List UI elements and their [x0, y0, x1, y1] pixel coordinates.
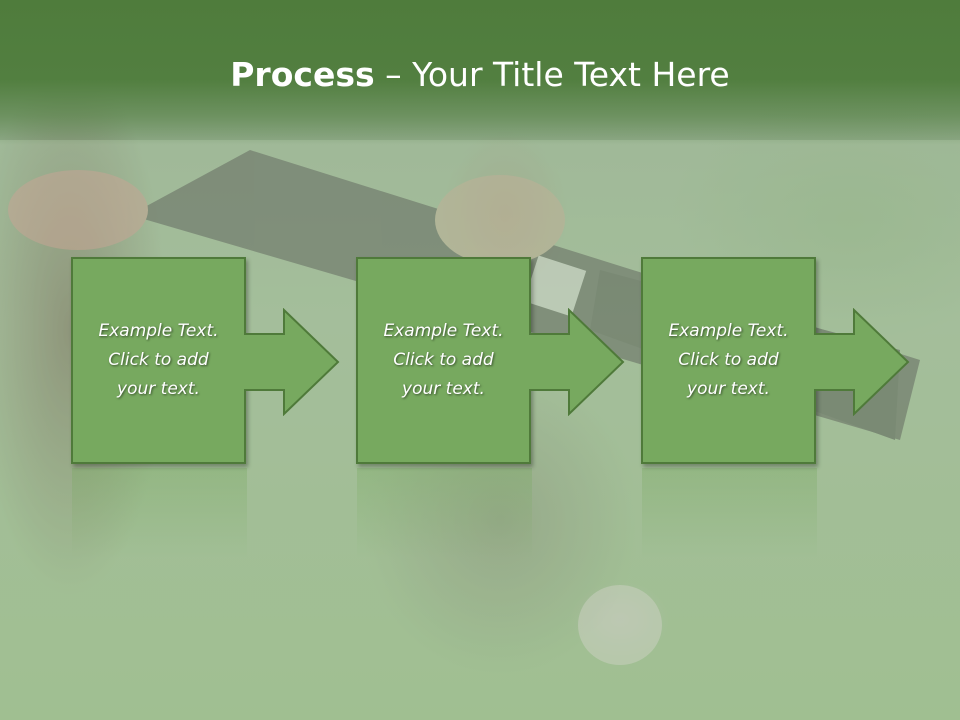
step-1-text: Example Text. Click to add your text. [73, 317, 244, 404]
step-2-arrow-icon [529, 308, 625, 416]
step-2-reflection [357, 468, 532, 558]
title-rest: – Your Title Text Here [374, 55, 730, 94]
step-3-box[interactable]: Example Text. Click to add your text. [641, 257, 816, 464]
title-band [0, 0, 960, 145]
step-2-line-3: your text. [402, 379, 485, 399]
step-1-line-1: Example Text. [98, 321, 219, 341]
step-3-line-3: your text. [687, 379, 770, 399]
step-1-line-3: your text. [117, 379, 200, 399]
step-1-box[interactable]: Example Text. Click to add your text. [71, 257, 246, 464]
title-bold: Process [230, 55, 375, 94]
step-1-line-2: Click to add [108, 350, 209, 370]
step-1-reflection [72, 468, 247, 558]
step-3-text: Example Text. Click to add your text. [643, 317, 814, 404]
step-3-line-2: Click to add [678, 350, 779, 370]
step-3-line-1: Example Text. [668, 321, 789, 341]
step-2-line-1: Example Text. [383, 321, 504, 341]
slide-title[interactable]: Process – Your Title Text Here [0, 55, 960, 95]
step-2-text: Example Text. Click to add your text. [358, 317, 529, 404]
step-2-line-2: Click to add [393, 350, 494, 370]
step-3-reflection [642, 468, 817, 558]
step-2-box[interactable]: Example Text. Click to add your text. [356, 257, 531, 464]
step-1-arrow-icon [244, 308, 340, 416]
step-3-arrow-icon [814, 308, 910, 416]
